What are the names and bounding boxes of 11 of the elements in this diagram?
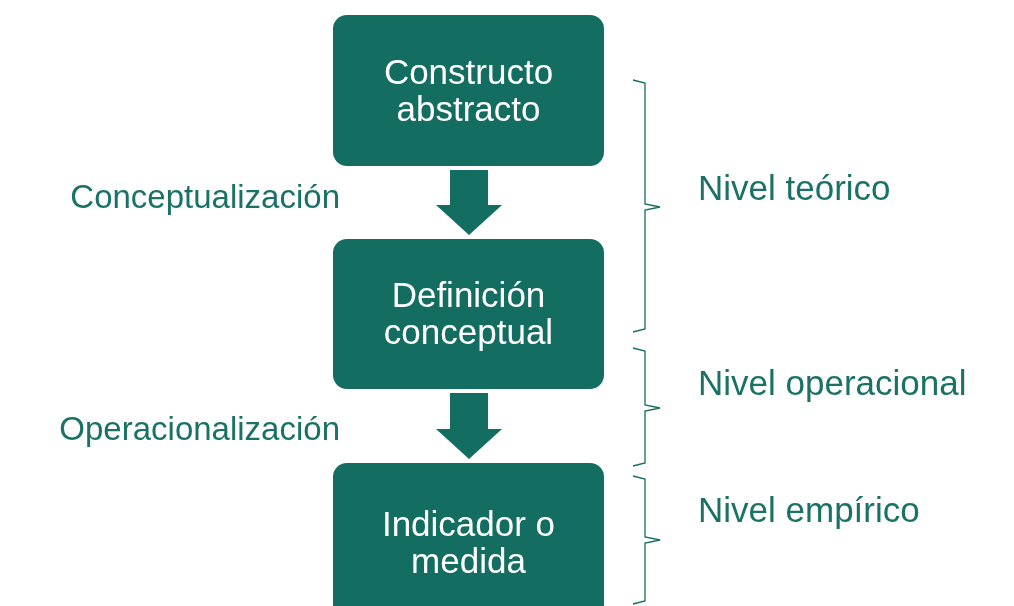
box-text: Indicador o medida bbox=[380, 506, 557, 580]
block-arrow bbox=[436, 393, 502, 459]
process-box bbox=[333, 15, 604, 166]
box-text: Definición conceptual bbox=[382, 277, 555, 351]
box-text: Constructo abstracto bbox=[382, 53, 555, 128]
process-box bbox=[333, 239, 604, 389]
level-label: Nivel empírico bbox=[698, 490, 920, 530]
block-arrow bbox=[436, 170, 502, 235]
process-box bbox=[333, 463, 604, 606]
level-label: Nivel teórico bbox=[698, 168, 891, 208]
level-label: Nivel operacional bbox=[698, 363, 967, 403]
